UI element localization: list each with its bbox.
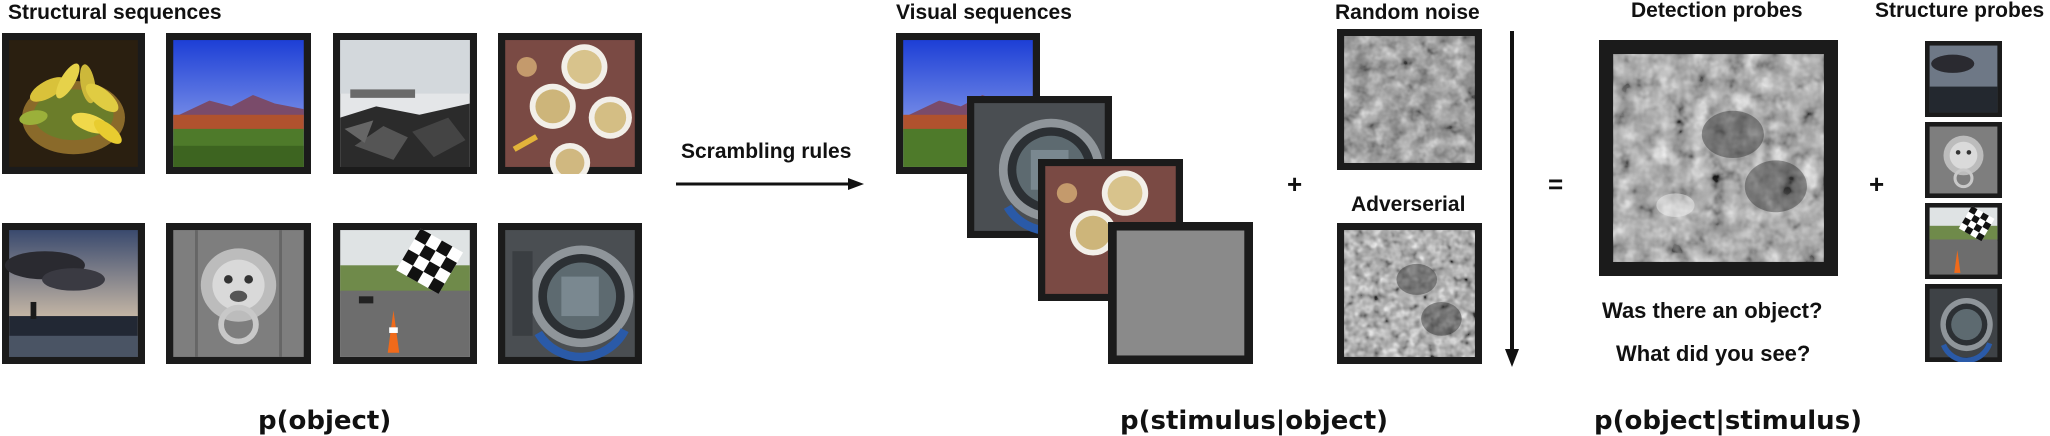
formula-posterior: p(object|stimulus) bbox=[1594, 406, 1863, 436]
structure-probe-smoke-image bbox=[1925, 41, 2002, 117]
equals-operator: = bbox=[1548, 169, 1564, 199]
structure-probe-porthole-image bbox=[1925, 284, 2002, 362]
lion-door-knocker-image bbox=[166, 223, 311, 364]
vertical-down-arrow bbox=[1505, 31, 1519, 367]
question-what-seen: What did you see? bbox=[1616, 341, 1811, 366]
visual-seq-gray-blank-image bbox=[1108, 222, 1253, 364]
structure-probes-label: Structure probes bbox=[1875, 0, 2045, 22]
smoke-sunset-image bbox=[2, 223, 145, 364]
structure-probe-flag-image bbox=[1925, 203, 2002, 279]
scrambling-arrow bbox=[676, 178, 864, 190]
checkered-flag-race-image bbox=[333, 223, 477, 364]
popcorn-bowls-image bbox=[498, 33, 642, 174]
bananas-image bbox=[2, 33, 145, 174]
formula-prior: p(object) bbox=[258, 406, 392, 436]
plus-operator: + bbox=[1287, 169, 1303, 199]
random-noise-label: Random noise bbox=[1335, 1, 1480, 24]
adverserial-image bbox=[1337, 223, 1482, 364]
adverserial-label: Adverserial bbox=[1351, 193, 1466, 216]
formula-likelihood: p(stimulus|object) bbox=[1120, 406, 1389, 436]
detection-probe-image bbox=[1599, 40, 1838, 276]
volcano-landscape-image bbox=[166, 33, 311, 174]
visual-sequences-label: Visual sequences bbox=[896, 1, 1072, 24]
rocky-coast-image bbox=[333, 33, 477, 174]
random-noise-image bbox=[1337, 29, 1482, 170]
scrambling-rules-label: Scrambling rules bbox=[681, 140, 852, 163]
structure-probe-lion-image bbox=[1925, 122, 2002, 198]
porthole-image bbox=[498, 223, 642, 364]
plus-operator-2: + bbox=[1869, 169, 1885, 199]
structural-sequences-label: Structural sequences bbox=[8, 1, 222, 24]
question-object-present: Was there an object? bbox=[1602, 298, 1823, 323]
detection-probes-label: Detection probes bbox=[1631, 0, 1803, 22]
